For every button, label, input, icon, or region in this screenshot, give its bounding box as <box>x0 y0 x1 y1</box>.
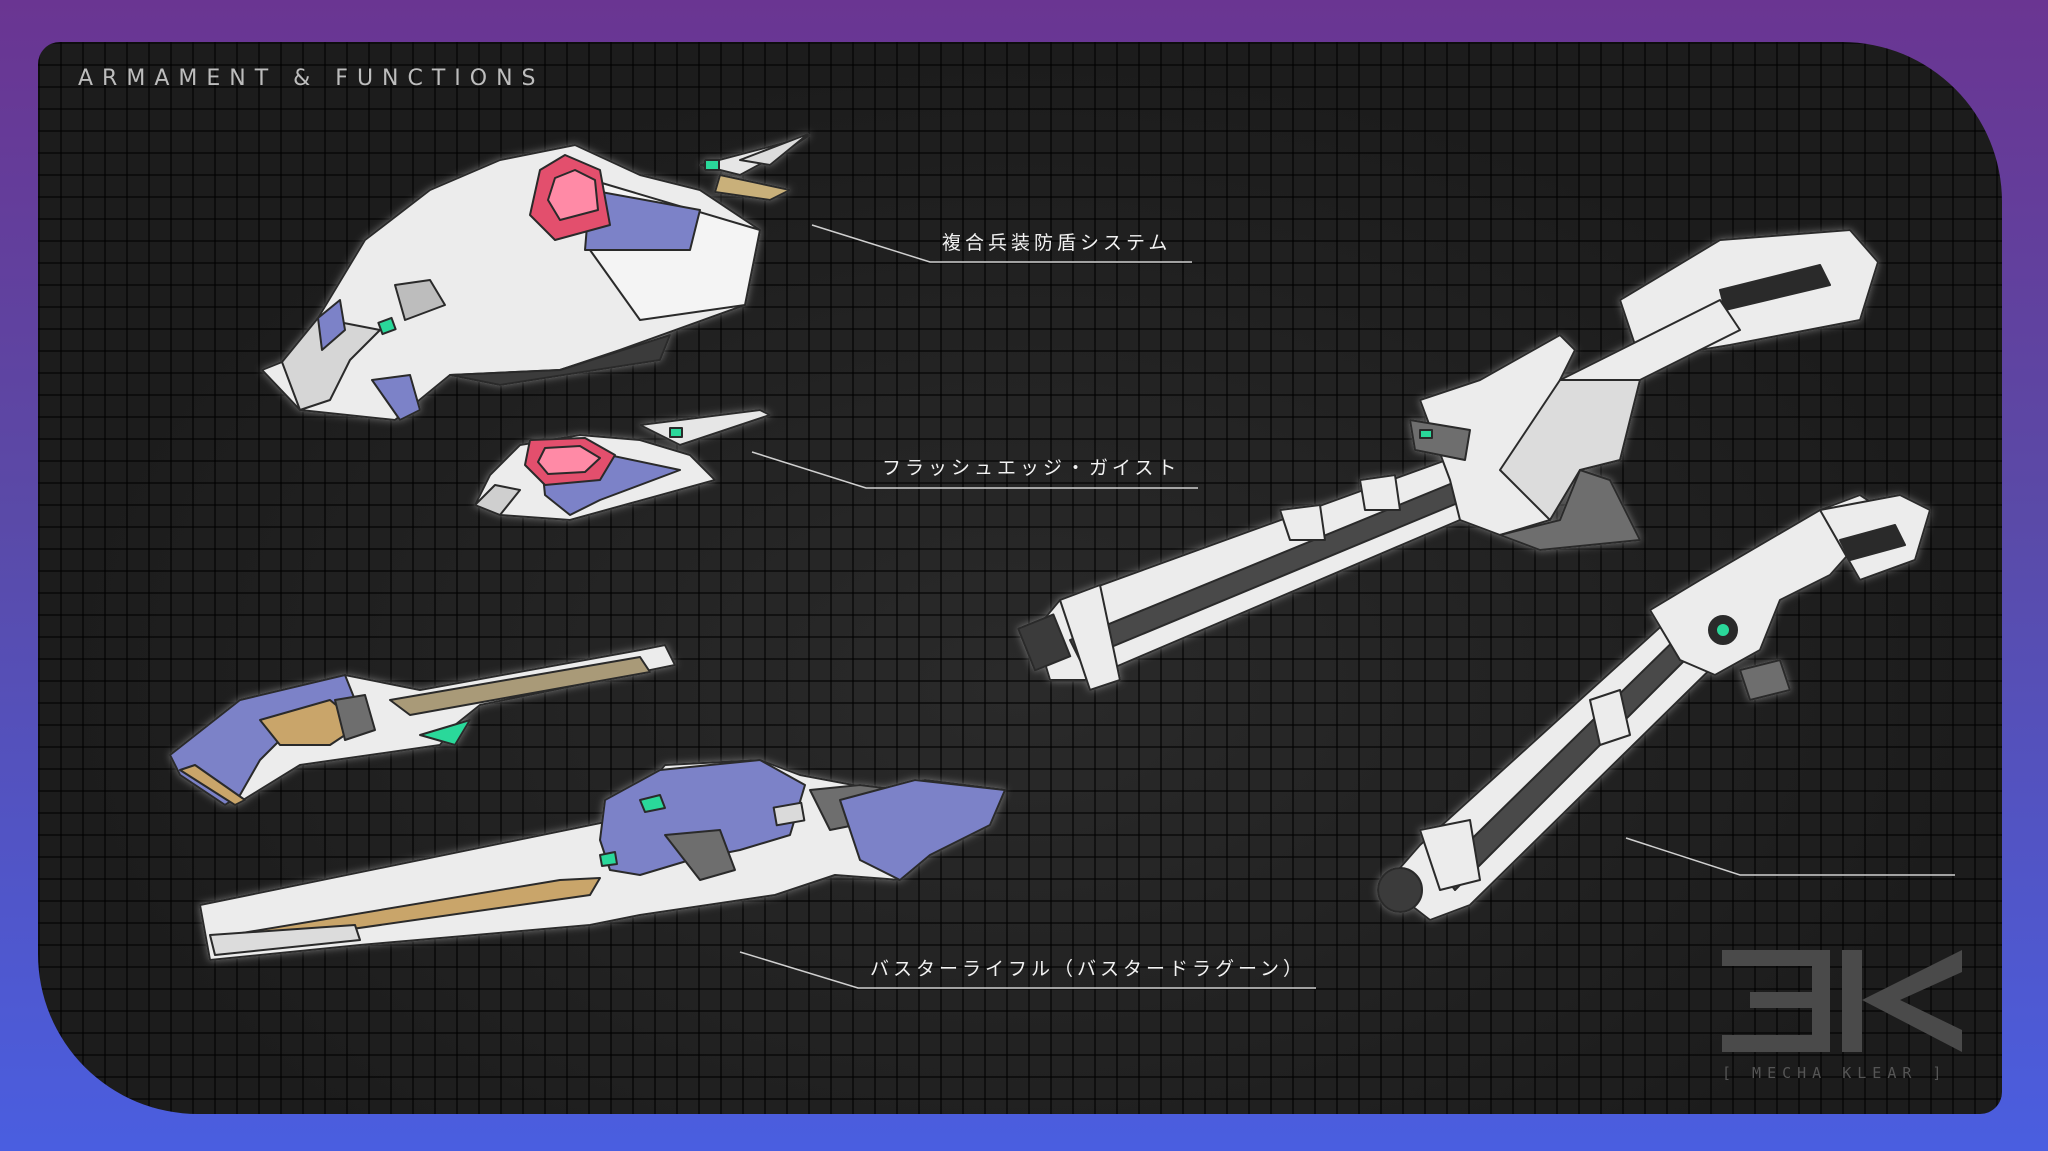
callout-line-buster-rifle <box>739 951 1316 989</box>
buster-rifle-lower-drawing <box>199 759 1006 961</box>
flash-edge-drawing <box>474 409 771 521</box>
callout-label-flash-edge: フラッシュエッジ・ガイスト <box>882 457 1181 479</box>
callout-line-flash-edge <box>751 451 1198 489</box>
long-rifle-upper-drawing <box>1017 229 1879 691</box>
callout-label-shield: 複合兵装防盾システム <box>942 232 1172 254</box>
page-title: ARMAMENT & FUNCTIONS <box>78 66 545 91</box>
long-rifle-lower-drawing <box>1377 494 1931 921</box>
buster-rifle-upper-drawing <box>169 644 676 806</box>
mecha-klear-logo <box>1722 950 1962 1052</box>
watermark-text: [ MECHA KLEAR ] <box>1722 1064 1948 1082</box>
composite-shield-drawing <box>261 133 811 421</box>
callout-label-buster-rifle: バスターライフル（バスタードラグーン） <box>870 958 1307 980</box>
callout-line-long-rifle <box>1625 837 1955 876</box>
callout-lines <box>739 224 1955 989</box>
callout-line-shield <box>811 224 1192 263</box>
